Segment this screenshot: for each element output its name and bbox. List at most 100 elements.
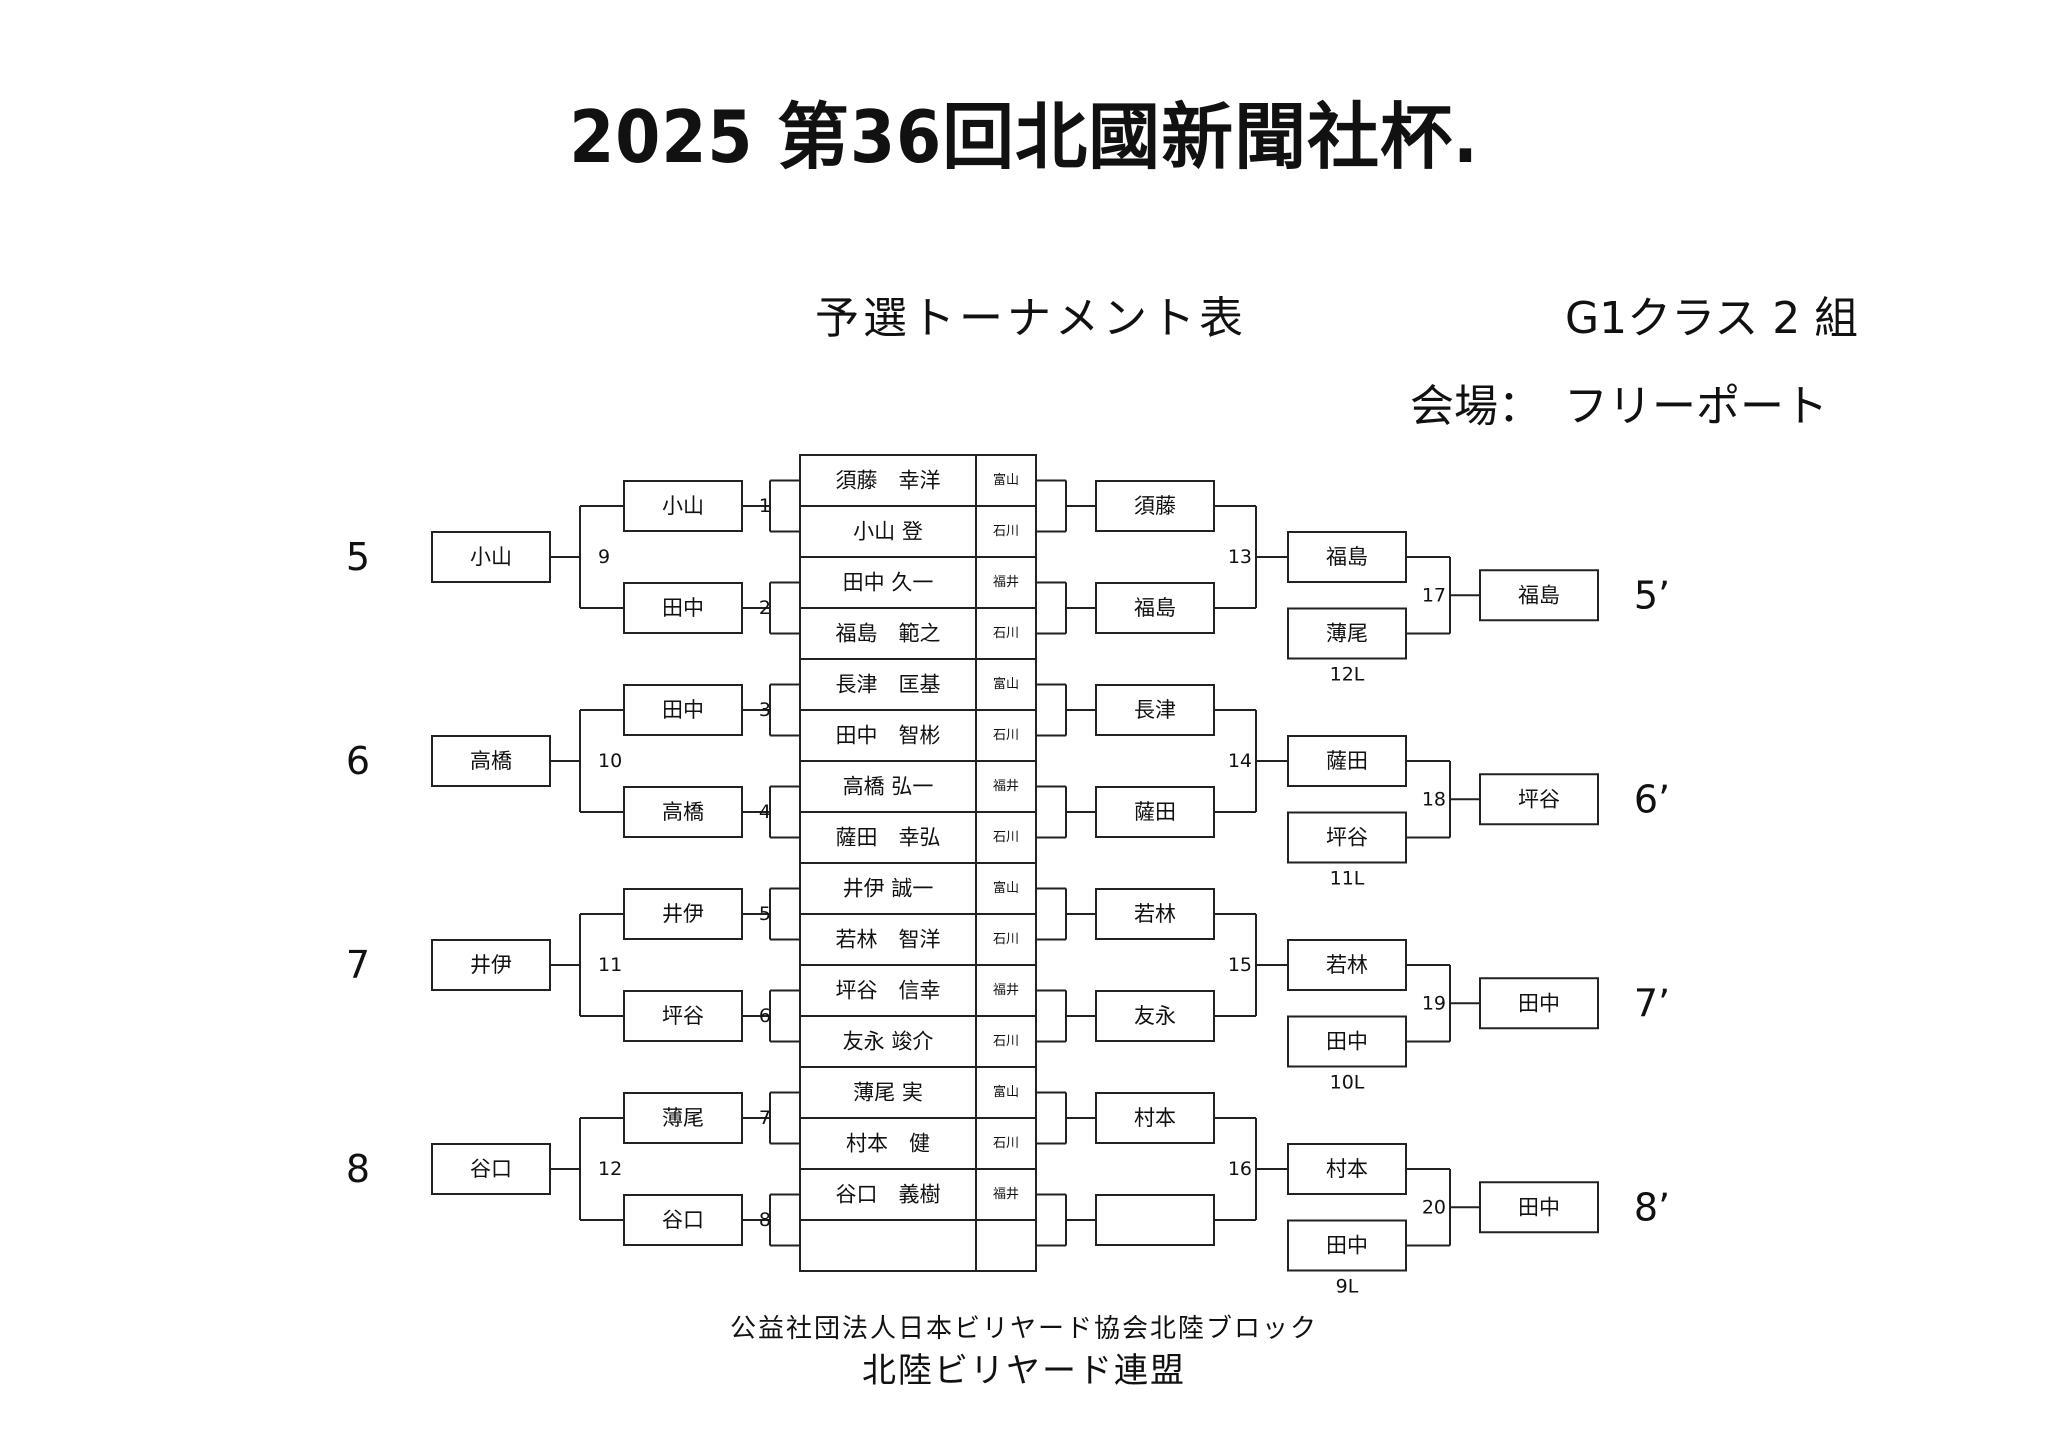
left-round1-winner: 坪谷 bbox=[662, 1004, 704, 1028]
left-round1-winner-box bbox=[623, 480, 743, 532]
match-number: 11 bbox=[598, 954, 622, 976]
right-round1-winner: 薩田 bbox=[1134, 800, 1176, 824]
player-prefecture: 福井 bbox=[993, 779, 1019, 794]
organization-name: 公益社団法人日本ビリヤード協会北陸ブロック bbox=[729, 1314, 1318, 1344]
player-name-cell bbox=[799, 913, 977, 966]
loser-source-code: 9L bbox=[1336, 1276, 1359, 1298]
prefecture-cell bbox=[975, 811, 1037, 864]
match-number: 17 bbox=[1422, 584, 1446, 606]
left-round1-winner-box bbox=[623, 1092, 743, 1144]
player-name-cell bbox=[799, 658, 977, 711]
player-name-cell bbox=[799, 1219, 977, 1272]
right-round2-winner-box bbox=[1287, 735, 1407, 787]
player-name: 福島 範之 bbox=[836, 622, 941, 646]
prefecture-cell bbox=[975, 709, 1037, 762]
player-prefecture: 石川 bbox=[993, 626, 1019, 641]
prefecture-cell bbox=[975, 607, 1037, 660]
seed-label: 7 bbox=[346, 943, 370, 987]
match-number: 10 bbox=[598, 750, 622, 772]
player-prefecture: 石川 bbox=[993, 1034, 1019, 1049]
player-prefecture: 富山 bbox=[993, 676, 1019, 692]
right-round1-winner-box bbox=[1095, 990, 1215, 1042]
left-round1-winner: 谷口 bbox=[662, 1208, 704, 1232]
page-title: 2025 第36回北國新聞社杯. bbox=[569, 95, 1479, 179]
federation-name: 北陸ビリヤード連盟 bbox=[862, 1351, 1186, 1391]
player-prefecture: 石川 bbox=[993, 728, 1019, 743]
left-round1-winner: 田中 bbox=[662, 698, 704, 722]
left-round1-winner-box bbox=[623, 582, 743, 634]
player-name-cell bbox=[799, 811, 977, 864]
right-round2-winner: 村本 bbox=[1326, 1157, 1368, 1181]
prefecture-cell bbox=[975, 1066, 1037, 1119]
right-round1-winner-box bbox=[1095, 786, 1215, 838]
match-number: 3 bbox=[759, 699, 771, 721]
right-round2-winner: 薩田 bbox=[1326, 749, 1368, 773]
right-round3-winner: 田中 bbox=[1518, 1195, 1560, 1219]
match-number: 1 bbox=[759, 495, 771, 517]
left-round2-winner: 小山 bbox=[470, 545, 512, 569]
loser-source-code: 12L bbox=[1330, 664, 1365, 686]
left-round2-winner-box bbox=[431, 531, 551, 583]
player-name-cell bbox=[799, 709, 977, 762]
prefecture-cell bbox=[975, 1117, 1037, 1170]
left-round1-winner: 高橋 bbox=[662, 800, 704, 824]
left-round1-winner: 田中 bbox=[662, 596, 704, 620]
prefecture-cell bbox=[975, 862, 1037, 915]
seed-label: 8 bbox=[346, 1147, 370, 1191]
right-round1-winner: 友永 bbox=[1134, 1004, 1176, 1028]
player-prefecture: 富山 bbox=[993, 472, 1019, 488]
match-number: 8 bbox=[759, 1209, 771, 1231]
match-number: 12 bbox=[598, 1158, 622, 1180]
loser-entry-name: 薄尾 bbox=[1326, 622, 1368, 646]
left-round2-winner: 高橋 bbox=[470, 749, 512, 773]
right-round1-winner-box bbox=[1095, 888, 1215, 940]
right-round1-winner: 若林 bbox=[1134, 902, 1176, 926]
right-round3-winner-box bbox=[1479, 773, 1599, 826]
left-round2-winner: 谷口 bbox=[470, 1157, 512, 1181]
seed-label: 7’ bbox=[1634, 981, 1670, 1025]
player-prefecture: 石川 bbox=[993, 830, 1019, 845]
player-name: 薄尾 実 bbox=[853, 1081, 923, 1105]
seed-label: 6 bbox=[346, 739, 370, 783]
seed-label: 6’ bbox=[1634, 777, 1670, 821]
seed-label: 5 bbox=[346, 535, 370, 579]
prefecture-cell bbox=[975, 1015, 1037, 1068]
right-round2-winner-box bbox=[1287, 531, 1407, 583]
prefecture-cell bbox=[975, 658, 1037, 711]
right-round3-winner-box bbox=[1479, 977, 1599, 1030]
left-round1-winner: 薄尾 bbox=[662, 1106, 704, 1130]
right-round1-winner: 須藤 bbox=[1134, 494, 1176, 518]
match-number: 14 bbox=[1228, 750, 1252, 772]
match-number: 2 bbox=[759, 597, 771, 619]
loser-entry-box bbox=[1287, 607, 1407, 660]
class-label: G1クラス 2 組 bbox=[1565, 293, 1859, 344]
right-round1-winner-box bbox=[1095, 684, 1215, 736]
left-round1-winner: 井伊 bbox=[662, 902, 704, 926]
match-number: 13 bbox=[1228, 546, 1252, 568]
match-number: 5 bbox=[759, 903, 771, 925]
prefecture-cell bbox=[975, 556, 1037, 609]
left-round2-winner-box bbox=[431, 939, 551, 991]
player-name-cell bbox=[799, 556, 977, 609]
loser-source-code: 11L bbox=[1330, 868, 1365, 890]
left-round2-winner: 井伊 bbox=[470, 953, 512, 977]
match-number: 9 bbox=[598, 546, 610, 568]
match-number: 4 bbox=[759, 801, 771, 823]
loser-source-code: 10L bbox=[1330, 1072, 1365, 1094]
player-name: 田中 智彬 bbox=[836, 724, 941, 748]
player-prefecture: 石川 bbox=[993, 1136, 1019, 1151]
match-number: 6 bbox=[759, 1005, 771, 1027]
right-round1-winner-box bbox=[1095, 1092, 1215, 1144]
left-round1-winner-box bbox=[623, 888, 743, 940]
match-number: 16 bbox=[1228, 1158, 1252, 1180]
match-number: 7 bbox=[759, 1107, 771, 1129]
right-round2-winner: 若林 bbox=[1326, 953, 1368, 977]
right-round1-winner: 福島 bbox=[1134, 596, 1176, 620]
match-number: 19 bbox=[1422, 992, 1446, 1014]
player-name: 谷口 義樹 bbox=[836, 1183, 941, 1207]
seed-label: 5’ bbox=[1634, 573, 1670, 617]
player-prefecture: 石川 bbox=[993, 524, 1019, 539]
right-round1-winner-box bbox=[1095, 1194, 1215, 1246]
player-name: 友永 竣介 bbox=[843, 1030, 934, 1054]
